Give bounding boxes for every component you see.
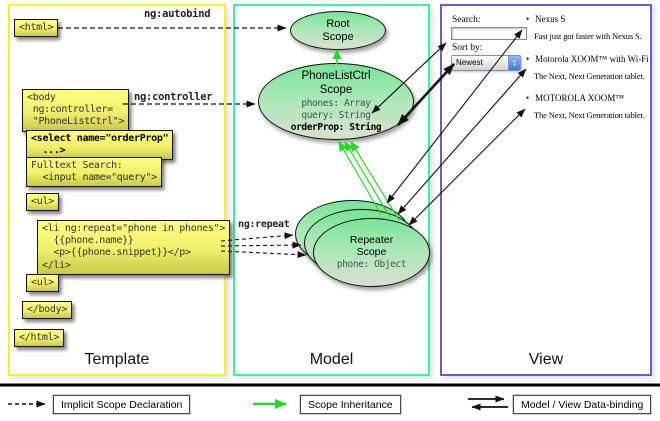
- legend-model-view-data-binding: Model / View Data-binding: [511, 394, 653, 415]
- bullet-icon: •: [526, 14, 530, 24]
- repeater-scope-title: Repeater Scope: [349, 234, 394, 259]
- code-box-fulltext-search: Fulltext Search: <input name="query">: [26, 157, 162, 188]
- phone-item-name: •MOTOROLA XOOM™: [526, 93, 625, 103]
- code-box-select: <select name="orderProp" ...>: [26, 130, 174, 161]
- phone-item-name: •Motorola XOOM™ with Wi-Fi: [526, 54, 649, 64]
- phone-item-name: •Nexus S: [526, 14, 566, 24]
- annotation-ng-autobind: ng:autobind: [144, 8, 211, 20]
- code-box-ul-close: <ul>: [26, 274, 59, 293]
- root-scope-ellipse: Root Scope: [290, 11, 386, 50]
- search-label: Search:: [452, 15, 481, 25]
- sort-select[interactable]: Newest ▲▼: [451, 55, 521, 71]
- code-box-html-close: </html>: [14, 329, 65, 348]
- annotation-ng-controller: ng:controller: [134, 91, 213, 103]
- bullet-icon: •: [526, 93, 530, 103]
- phone-item-desc: The Next, Next Generation tablet.: [534, 71, 645, 81]
- phone-item-desc: Fast just got faster with Nexus S.: [534, 31, 642, 41]
- legend-implicit-scope-declaration: Implicit Scope Declaration: [51, 394, 192, 415]
- model-column: Model: [233, 4, 430, 376]
- phonelistctrl-scope-props: phones: Array query: String: [301, 97, 371, 121]
- model-column-label: Model: [309, 351, 354, 368]
- root-scope-title: Root Scope: [322, 17, 354, 43]
- annotation-ng-repeat: ng:repeat: [238, 219, 290, 230]
- template-column: Template: [8, 4, 226, 376]
- search-input[interactable]: [451, 27, 527, 40]
- phonelistctrl-scope-title: PhoneListCtrl Scope: [301, 70, 371, 96]
- select-stepper-icon: ▲▼: [508, 56, 520, 70]
- legend-scope-inheritance: Scope Inheritance: [299, 394, 402, 415]
- code-box-body-close: </body>: [22, 301, 73, 320]
- phonelistctrl-scope-orderprop: orderProp: String: [290, 121, 382, 133]
- repeater-scope-prop: phone: Object: [336, 259, 407, 271]
- sort-by-label: Sort by:: [452, 43, 483, 53]
- template-column-label: Template: [84, 351, 150, 368]
- sort-select-value: Newest: [456, 58, 483, 67]
- view-column-label: View: [528, 351, 564, 368]
- code-box-body-open: <body ng:controller= "PhoneListCtrl">: [22, 89, 130, 132]
- phone-item-desc: The Next, Next Generation tablet.: [534, 110, 645, 120]
- phonelistctrl-scope-ellipse: PhoneListCtrl Scope phones: Array query:…: [258, 63, 414, 140]
- code-box-html-open: <html>: [14, 19, 59, 38]
- code-box-ul-open: <ul>: [26, 193, 59, 212]
- repeater-scope-ellipse: Repeater Scope phone: Object: [313, 218, 430, 287]
- bullet-icon: •: [526, 54, 530, 64]
- code-box-li-repeat: <li ng:repeat="phone in phones"> {{phone…: [37, 220, 231, 275]
